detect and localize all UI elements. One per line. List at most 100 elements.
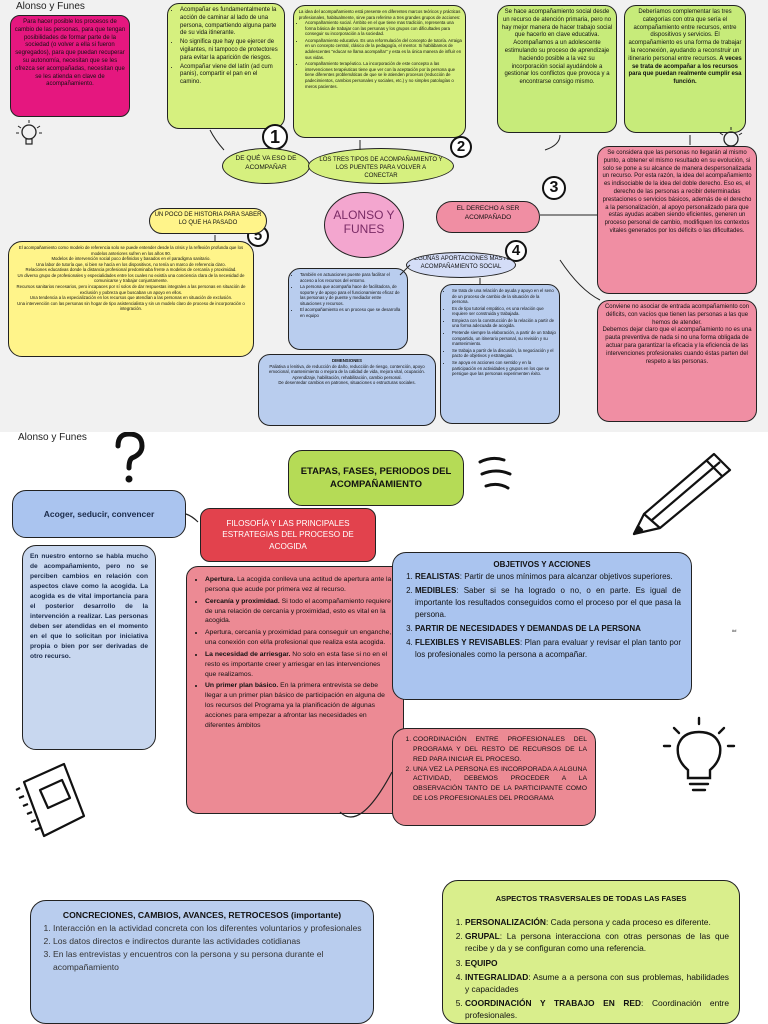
oval-aportaciones: ALGUNAS APORTACIONES MÁS AL ACOMPAÑAMIEN…	[406, 252, 516, 278]
historia-item: Una intervención con las personas sin ho…	[17, 300, 245, 312]
historia-item: Un diverso grupo de profesionales y espe…	[17, 272, 245, 284]
aportacion-item: La persona que acompaña hace de facilita…	[300, 284, 404, 306]
section-number-2: 2	[450, 136, 472, 158]
historia-item: Recursos sanitarios necesarios, pero inc…	[16, 284, 246, 295]
complementar-text: Deberíamos complementar las tres categor…	[628, 9, 742, 62]
social-box: Se hace acompañamiento social desde un r…	[497, 5, 617, 133]
list-item-text: No solo en esta fase si no en el resto e…	[205, 650, 388, 678]
list-item-keyword: PERSONALIZACIÓN	[465, 917, 546, 927]
coordinacion-box: COORDINACIÓN ENTRE PROFESIONALES DEL PRO…	[392, 728, 596, 826]
mini-label: ##	[732, 628, 737, 633]
acoger-text: En nuestro entorno se habla mucho de aco…	[30, 553, 148, 661]
page-title: ETAPAS, FASES, PERIODOS DEL ACOMPAÑAMIEN…	[288, 450, 464, 506]
historia-item: Una tendencia a la especialización en lo…	[29, 295, 233, 301]
dimension-item: Aprendizaje, habilitación, rehabilitació…	[292, 374, 402, 380]
aportacion-item: Empieza con la construcción de la relaci…	[452, 318, 556, 329]
acoger-title: Acoger, seducir, convencer	[12, 490, 186, 538]
center-title-text: ALONSO Y FUNES	[333, 208, 395, 237]
acompanar-item: No significa que hay que ejercer de vigi…	[180, 39, 280, 62]
list-item-text: : La persona interacciona con otras pers…	[465, 931, 729, 954]
list-item-text: Apertura, cercanía y proximidad para con…	[205, 629, 392, 647]
lightbulb-icon	[16, 120, 42, 145]
coordinacion-list: COORDINACIÓN ENTRE PROFESIONALES DEL PRO…	[401, 735, 587, 804]
objetivos-title: OBJETIVOS Y ACCIONES	[493, 560, 591, 569]
intro-pink-box: Para hacer posible los procesos de cambi…	[10, 15, 130, 117]
list-item-keyword: Apertura.	[205, 576, 236, 583]
conviene-item: Debemos dejar claro que el acompañamient…	[602, 327, 752, 365]
connector-arrows	[209, 129, 691, 301]
list-item: FLEXIBLES Y REVISABLES: Plan para evalua…	[415, 637, 681, 661]
list-item-keyword: Cercanía y proximidad.	[205, 597, 280, 605]
list-item-text: En la primera entrevista se debe llegar …	[205, 682, 385, 729]
dimensiones-title: DIMENSIONES	[331, 358, 363, 363]
list-item-keyword: La necesidad de arriesgar.	[205, 650, 291, 658]
lightbulb-icon	[662, 716, 736, 792]
list-item: REALISTAS: Partir de unos mínimos para a…	[415, 571, 681, 583]
aportacion-item: Se trabaja a partir de la discusión, la …	[452, 348, 556, 359]
aspectos-title: ASPECTOS TRASVERSALES DE TODAS LAS FASES	[495, 894, 687, 903]
aportacion-item: Pretende siempre la elaboración, a parti…	[452, 330, 556, 347]
list-item: COORDINACIÓN ENTRE PROFESIONALES DEL PRO…	[413, 735, 587, 765]
list-item-text: : Cada persona y cada proceso es diferen…	[545, 917, 711, 927]
list-item: Cercanía y proximidad. Si todo el acompa…	[205, 597, 393, 627]
tipos-title: La idea del acompañamiento está presente…	[298, 9, 461, 20]
list-item-keyword: GRUPAL	[465, 931, 500, 942]
historia-item: Una labor de tutoría que, si bien se hac…	[36, 261, 226, 267]
aspectos-list: PERSONALIZACIÓN: Cada persona y cada pro…	[453, 916, 729, 1022]
aportaciones-left-box: También en actuaciones puente para facil…	[288, 268, 408, 350]
list-item: Apertura, cercanía y proximidad para con…	[205, 628, 393, 648]
list-item: UNA VEZ LA PERSONA ES INCORPORADA A ALGU…	[413, 765, 587, 804]
list-item: Un primer plan básico. En la primera ent…	[205, 681, 393, 730]
list-item: Apertura. La acogida conlleva una actitu…	[205, 575, 393, 595]
list-item-text: : Saber si se ha logrado o no, o en part…	[415, 586, 681, 619]
acompanar-box: Acompañar es fundamentalmente la acción …	[167, 3, 285, 129]
oval-derecho-text: EL DERECHO A SER ACOMPAÑADO	[456, 205, 520, 221]
connector-arrows	[185, 513, 393, 818]
oval-tres-tipos: LOS TRES TIPOS DE ACOMPAÑAMIENTO Y LOS P…	[308, 148, 454, 184]
list-item: PARTIR DE NECESIDADES Y DEMANDAS DE LA P…	[415, 623, 681, 635]
conviene-item: Conviene no asociar de entrada acompañam…	[604, 304, 750, 326]
oval-historia-text: UN POCO DE HISTORIA PARA SABER LO QUE HA…	[154, 212, 262, 226]
filosofia-box: Apertura. La acogida conlleva una actitu…	[186, 566, 404, 814]
list-item-keyword: FLEXIBLES Y REVISABLES	[415, 638, 521, 647]
concreciones-list: Interacción en la actividad concreta con…	[41, 922, 363, 974]
mindmap-page-2: Alonso y Funes ETAPAS, FASES, PERIODOS D…	[0, 432, 768, 1024]
tipo-item: Acompañamiento terapéutico. La incorpora…	[305, 61, 462, 89]
oval-de-que-va: DE QUÉ VA ESO DE ACOMPAÑAR	[222, 148, 310, 184]
list-item-keyword: MEDIBLES	[415, 586, 457, 595]
objetivos-box: OBJETIVOS Y ACCIONES REALISTAS: Partir d…	[392, 552, 692, 700]
list-item-keyword: EQUIPO	[465, 957, 498, 968]
filosofia-title: FILOSOFÍA Y LAS PRINCIPALES ESTRATEGIAS …	[200, 508, 376, 562]
oval-derecho: EL DERECHO A SER ACOMPAÑADO	[436, 201, 540, 233]
objetivos-list: REALISTAS: Partir de unos mínimos para a…	[403, 571, 681, 661]
acoger-text-box: En nuestro entorno se habla mucho de aco…	[22, 545, 156, 750]
intro-text: Para hacer posible los procesos de cambi…	[14, 19, 126, 88]
complementar-bold: A veces se trata de acompañar a los recu…	[628, 55, 742, 86]
derecho-text: Se considera que las personas no llegará…	[602, 150, 752, 234]
notebook-icon	[15, 762, 86, 838]
mindmap-page-1: Alonso y Funes Para hacer posible los pr…	[0, 0, 768, 432]
dimension-item: De desenredar cambios en patrones, situa…	[278, 380, 416, 386]
list-item-text: : Asume a a persona con sus problemas, h…	[465, 971, 729, 994]
section-number-4: 4	[505, 240, 527, 262]
list-item-keyword: PARTIR DE NECESIDADES Y DEMANDAS DE LA P…	[415, 624, 641, 633]
acompanar-item: Acompañar viene del latín (ad cum panis)…	[180, 64, 280, 87]
list-item-text: : Coordinación entre profesionales.	[465, 998, 730, 1021]
oval-tres-tipos-text: LOS TRES TIPOS DE ACOMPAÑAMIENTO Y LOS P…	[319, 157, 443, 179]
aportacion-item: Se apoya en acciones con sentido y en la…	[452, 360, 556, 377]
list-item: COORDINACIÓN Y TRABAJO EN RED: Coordinac…	[465, 997, 729, 1021]
oval-historia: UN POCO DE HISTORIA PARA SABER LO QUE HA…	[149, 208, 267, 234]
historia-item: Relaciones educativas donde la distancia…	[25, 267, 237, 273]
oval-aportaciones-text: ALGUNAS APORTACIONES MÁS AL ACOMPAÑAMIEN…	[410, 256, 512, 270]
scribble-lines-icon	[478, 456, 512, 490]
tipo-item: Acompañamiento social. Ámbito en el que …	[305, 20, 462, 37]
section-number-1: 1	[262, 124, 288, 150]
tipos-box: La idea del acompañamiento está presente…	[293, 5, 466, 138]
pencil-icon	[632, 452, 732, 536]
list-item-keyword: REALISTAS	[415, 572, 460, 581]
list-item-keyword: INTEGRALIDAD	[465, 971, 529, 982]
list-item: EQUIPO	[465, 957, 729, 969]
list-item: PERSONALIZACIÓN: Cada persona y cada pro…	[465, 916, 729, 928]
list-item: Los datos directos e indirectos durante …	[53, 935, 363, 948]
list-item-text: : Plan para evaluar y revisar el plan ta…	[415, 638, 681, 659]
